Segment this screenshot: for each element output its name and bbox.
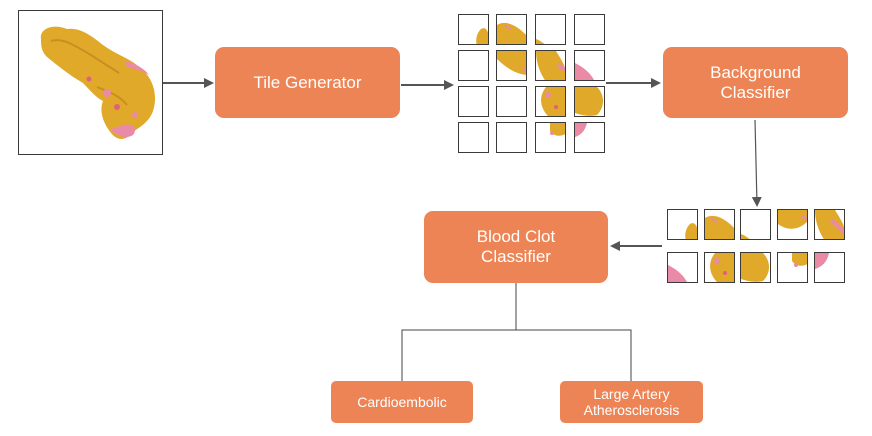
tile (535, 14, 566, 45)
tile (740, 252, 771, 283)
tile (496, 86, 527, 117)
tile (496, 50, 527, 81)
tile (458, 14, 489, 45)
tile (458, 122, 489, 153)
tree-branch (401, 329, 632, 381)
tile (535, 122, 566, 153)
tile (740, 209, 771, 240)
arrow-bgclassifier-to-filtered (751, 119, 762, 207)
tile (574, 122, 605, 153)
tile-generator-box: Tile Generator (215, 47, 400, 118)
whole-slide-image-icon (40, 26, 156, 139)
tile (535, 50, 566, 81)
tile (574, 86, 605, 117)
tile (777, 252, 808, 283)
tile (458, 50, 489, 81)
tile (814, 209, 845, 240)
tile (574, 50, 605, 81)
background-classifier-box: Background Classifier (663, 47, 848, 118)
input-slide-image (18, 10, 163, 155)
large-artery-atherosclerosis-box: Large Artery Atherosclerosis (560, 381, 703, 423)
tile (535, 86, 566, 117)
cardioembolic-box: Cardioembolic (331, 381, 473, 423)
tile (496, 14, 527, 45)
tile (496, 122, 527, 153)
tile (704, 209, 735, 240)
tile (704, 252, 735, 283)
tile (814, 252, 845, 283)
tile (667, 209, 698, 240)
tile (777, 209, 808, 240)
tile (667, 252, 698, 283)
tile (574, 14, 605, 45)
blood-clot-classifier-box: Blood Clot Classifier (424, 211, 608, 283)
tile (458, 86, 489, 117)
